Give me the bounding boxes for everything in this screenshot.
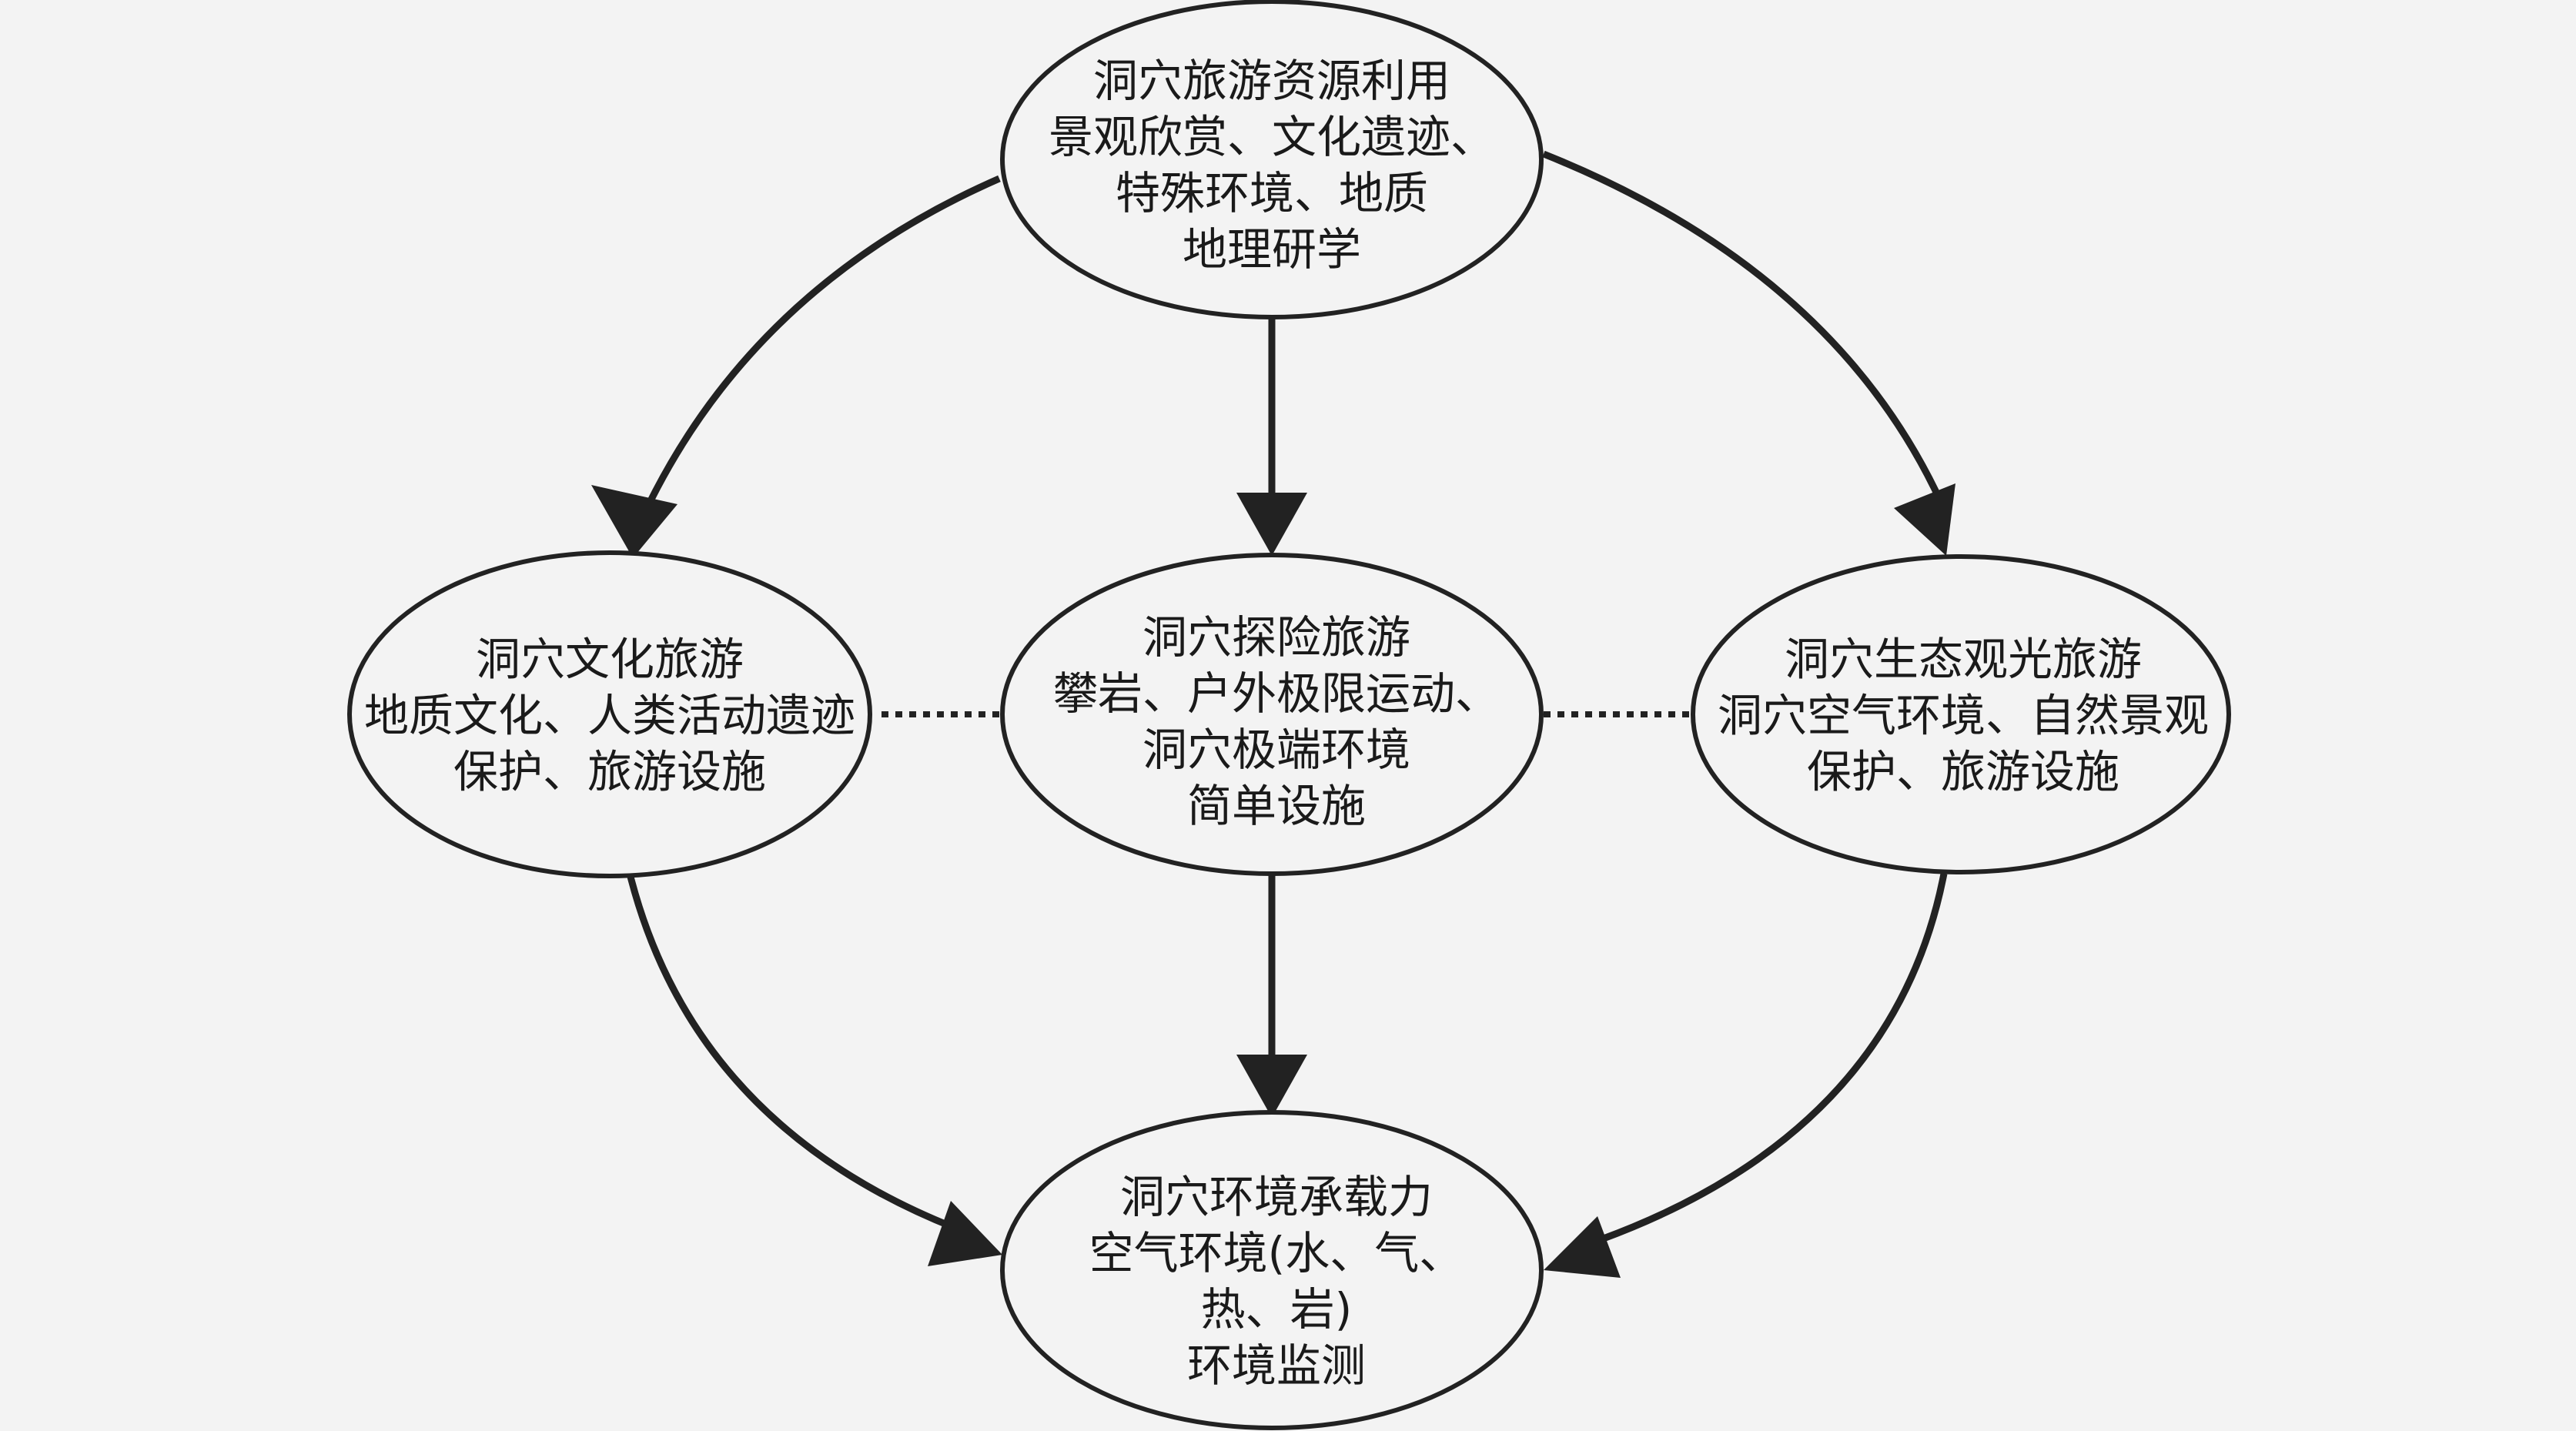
node-top-line-1: 洞穴旅游资源利用 xyxy=(1092,55,1451,107)
arrow-head-bottom-left xyxy=(928,1201,1002,1266)
node-bottom-line-4: 环境监测 xyxy=(1186,1339,1367,1392)
node-center-ellipse xyxy=(1000,553,1544,876)
node-center-line-2: 攀岩、户外极限运动、 xyxy=(1052,667,1500,720)
node-top-line-3: 特殊环境、地质 xyxy=(1115,167,1429,219)
node-bottom-line-1: 洞穴环境承载力 xyxy=(1119,1171,1434,1223)
node-top-ellipse xyxy=(1000,0,1544,319)
node-left-label: 洞穴文化旅游 地质文化、人类活动遗迹 保护、旅游设施 xyxy=(364,632,855,801)
node-left-line-2: 地质文化、人类活动遗迹 xyxy=(363,689,856,742)
node-right-label: 洞穴生态观光旅游 洞穴空气环境、自然景观 保护、旅游设施 xyxy=(1718,632,2209,801)
arrow-head-bottom-right xyxy=(1544,1216,1621,1278)
node-left-line-3: 保护、旅游设施 xyxy=(453,745,767,798)
node-right-line-3: 保护、旅游设施 xyxy=(1806,745,2120,798)
node-left-line-1: 洞穴文化旅游 xyxy=(475,633,744,686)
node-center-label: 洞穴探险旅游 攀岩、户外极限运动、 洞穴极端环境 简单设施 xyxy=(1053,610,1500,834)
node-bottom-label: 洞穴环境承载力 空气环境(水、气、 热、岩) 环境监测 xyxy=(1089,1169,1464,1394)
node-center-line-1: 洞穴探险旅游 xyxy=(1142,611,1411,664)
arrow-left-to-bottom xyxy=(626,872,956,1232)
node-top-label: 洞穴旅游资源利用 景观欣赏、文化遗迹、 特殊环境、地质 地理研学 xyxy=(1049,53,1495,278)
node-bottom-ellipse xyxy=(1000,1110,1544,1430)
arrow-head-center xyxy=(1236,493,1307,556)
arrow-right-to-bottom xyxy=(1600,873,1948,1243)
node-right-line-2: 洞穴空气环境、自然景观 xyxy=(1717,689,2210,742)
node-bottom-line-2: 空气环境(水、气、 xyxy=(1089,1227,1464,1279)
node-top-line-4: 地理研学 xyxy=(1182,223,1362,276)
node-center-line-3: 洞穴极端环境 xyxy=(1142,724,1411,776)
node-right-line-1: 洞穴生态观光旅游 xyxy=(1784,633,2143,686)
arrow-head-right xyxy=(1894,483,1955,556)
node-top-line-2: 景观欣赏、文化遗迹、 xyxy=(1048,111,1496,163)
node-center-line-4: 简单设施 xyxy=(1186,780,1367,832)
node-left-ellipse xyxy=(347,550,872,878)
arrow-top-to-right xyxy=(1542,150,1944,502)
arrow-head-bottom-center xyxy=(1236,1055,1307,1118)
arrow-top-to-left xyxy=(629,175,1001,540)
node-right-ellipse xyxy=(1691,554,2231,874)
node-bottom-line-3: 热、岩) xyxy=(1200,1283,1353,1336)
arrow-head-left xyxy=(591,485,677,558)
